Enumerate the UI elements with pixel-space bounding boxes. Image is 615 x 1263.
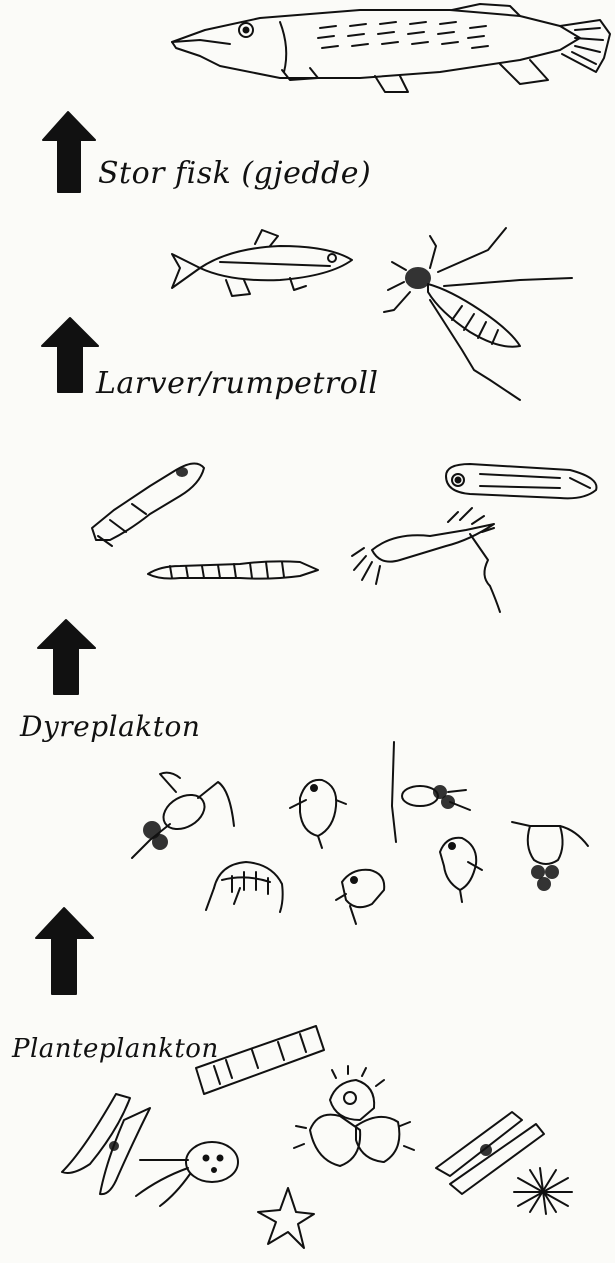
daphnia-icon [336,870,384,924]
larvae-label: Larver/rumpetroll [96,366,379,401]
tadpole-icon [446,464,596,498]
algae-icon [136,1142,238,1206]
top-predator-label: Stor fisk (gjedde) [98,156,371,191]
copepod-icon [132,773,234,858]
larva-icon [92,463,204,546]
daphnia-icon [440,838,482,902]
daphnia-icon [290,780,346,848]
algae-colony-icon [294,1066,414,1166]
star-alga-icon [514,1168,572,1214]
phytoplankton-label: Planteplankton [12,1034,219,1064]
small-fish-icon [172,230,352,296]
diatom-icon [62,1094,150,1194]
diatom-icon [436,1112,544,1194]
star-alga-icon [258,1188,314,1248]
up-arrow-icon [38,620,95,694]
larva-icon [148,561,318,578]
amphipod-icon [206,862,283,912]
pike-icon [172,4,610,92]
up-arrow-icon [42,318,98,392]
up-arrow-icon [43,112,95,192]
copepod-icon [512,822,588,890]
water-insect-icon [384,228,572,400]
copepod-icon [392,742,470,842]
up-arrow-icon [36,908,93,994]
zooplankton-label: Dyreplakton [20,710,200,743]
larva-icon [352,508,500,612]
